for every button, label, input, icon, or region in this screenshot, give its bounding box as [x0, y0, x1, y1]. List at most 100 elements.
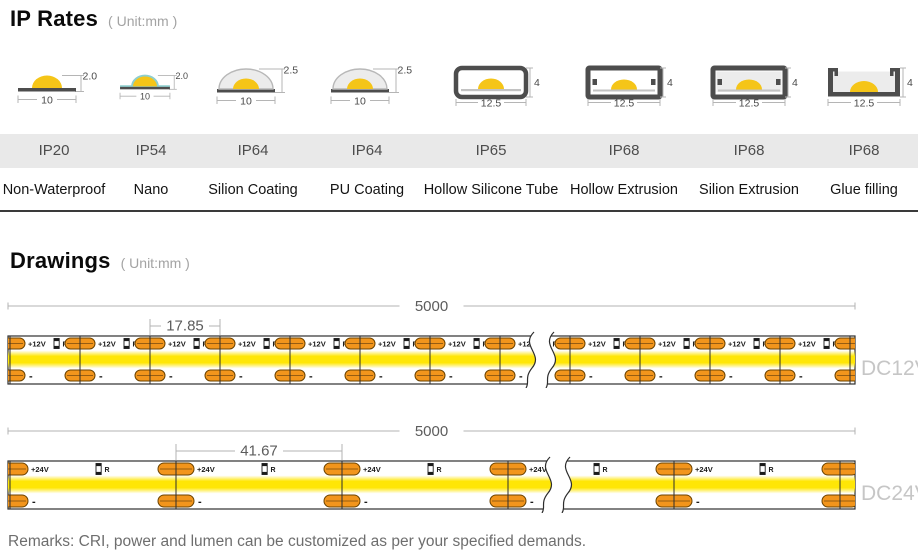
negative-label: - — [198, 496, 202, 508]
negative-label: - — [169, 370, 173, 382]
resistor-label: R — [271, 467, 276, 474]
positive-voltage-label: +12V — [448, 339, 466, 348]
total-length-dimension: 5000 — [7, 298, 856, 315]
width-dimension-label: 10 — [354, 96, 366, 108]
diagram-cell-ip68-glue: 12.5 4 — [810, 44, 918, 108]
cross-section-diagrams: 10 2.0 10 2.0 — [0, 44, 918, 108]
pcb-bar — [593, 89, 655, 92]
negative-label: - — [32, 496, 36, 508]
led-dome — [478, 78, 504, 89]
diagram-cell-ip20: 10 2.0 — [0, 44, 108, 108]
height-dimension-label: 2.0 — [176, 71, 189, 81]
ip-rating-row: IP20 IP54 IP64 IP64 IP65 IP68 IP68 IP68 — [0, 134, 918, 168]
resistor-icon — [263, 338, 270, 349]
waterproof-type-cell: Silion Coating — [208, 182, 298, 198]
height-dimension-label: 2.5 — [398, 65, 413, 77]
diagram-cell-ip68-silion: 12.5 4 — [688, 44, 810, 108]
height-dimension-label: 4 — [792, 77, 798, 89]
pcb-bar — [718, 89, 780, 92]
ip-rating-cell: IP20 — [38, 142, 70, 159]
height-dimension-label: 4 — [667, 77, 673, 89]
pitch-label: 17.85 — [166, 318, 204, 335]
negative-label: - — [589, 370, 593, 382]
negative-label: - — [530, 496, 534, 508]
resistor-label: R — [769, 467, 774, 474]
negative-label: - — [379, 370, 383, 382]
width-dimension-label: 10 — [41, 95, 53, 107]
pcb-bar — [120, 86, 170, 90]
led-dome — [132, 75, 158, 87]
width-dimension-label: 12.5 — [739, 98, 760, 109]
positive-voltage-label: +12V — [868, 339, 886, 348]
negative-label: - — [799, 370, 803, 382]
width-dimension-label: 12.5 — [481, 98, 502, 109]
positive-voltage-label: +12V — [168, 339, 186, 348]
left-wall — [828, 68, 833, 97]
resistor-icon — [613, 338, 620, 349]
positive-voltage-label: +12V — [518, 339, 536, 348]
right-notch — [776, 79, 781, 85]
resistor-icon — [823, 338, 830, 349]
positive-voltage-label: +12V — [378, 339, 396, 348]
width-dimension-label: 10 — [140, 92, 150, 102]
resistor-icon — [593, 463, 600, 475]
glow-band — [8, 350, 855, 369]
pitch-dimension: 17.85 — [149, 318, 221, 335]
resistor-icon — [403, 338, 410, 349]
waterproof-type-cell: Silion Extrusion — [699, 182, 799, 198]
total-length-dimension: 5000 — [7, 423, 856, 440]
ip68-hollow-extrusion-cross-section: 12.5 4 — [585, 65, 673, 108]
pcb-bar — [217, 89, 275, 93]
led-dome — [233, 78, 259, 89]
ip-rating-cell: IP64 — [237, 142, 269, 159]
led-dome — [347, 78, 373, 89]
right-notch — [651, 79, 656, 85]
voltage-label: DC12V — [861, 357, 918, 380]
channel-bottom — [828, 92, 900, 97]
led-dome — [32, 75, 62, 88]
ip65-hollow-silicone-tube-cross-section: 12.5 4 — [453, 65, 540, 109]
negative-label: - — [364, 496, 368, 508]
width-dimension-label: 12.5 — [854, 98, 875, 109]
positive-voltage-label: +24V — [695, 465, 713, 474]
negative-label: - — [99, 370, 103, 382]
remarks-text: Remarks: CRI, power and lumen can be cus… — [8, 533, 587, 550]
waterproof-type-cell: Nano — [133, 182, 169, 198]
ip-rating-cell: IP68 — [733, 142, 765, 159]
resistor-icon — [261, 463, 268, 475]
positive-voltage-label: +12V — [728, 339, 746, 348]
positive-voltage-label: +12V — [658, 339, 676, 348]
positive-voltage-label: +24V — [197, 465, 215, 474]
waterproof-type-row: Non-Waterproof Nano Silion Coating PU Co… — [0, 170, 918, 212]
resistor-label: R — [603, 467, 608, 474]
positive-voltage-label: +24V — [31, 465, 49, 474]
ip-rating-cell: IP68 — [608, 142, 640, 159]
total-length-label: 5000 — [415, 423, 448, 440]
ip-rating-cell: IP65 — [475, 142, 507, 159]
drawings-header: Drawings ( Unit:mm ) — [10, 248, 918, 274]
resistor-icon — [427, 463, 434, 475]
drawings-unit-note: ( Unit:mm ) — [120, 255, 190, 271]
ip-rating-cell: IP64 — [351, 142, 383, 159]
ip64-silion-coating-cross-section: 10 2.5 — [216, 65, 298, 108]
ip-rating-cell: IP68 — [848, 142, 880, 159]
height-dimension-label: 2.0 — [83, 71, 98, 83]
ip64-pu-coating-cross-section: 10 2.5 — [330, 65, 413, 108]
diagram-cell-ip64-silion: 10 2.5 — [194, 44, 312, 108]
total-length-label: 5000 — [415, 298, 448, 315]
ip20-non-waterproof-cross-section: 10 2.0 — [17, 71, 98, 107]
resistor-label: R — [903, 341, 908, 348]
waterproof-type-cell: Glue filling — [830, 182, 898, 198]
break-symbol — [525, 331, 557, 388]
ip68-silion-extrusion-cross-section: 12.5 4 — [710, 65, 798, 109]
nano-coating-outline — [131, 74, 159, 87]
led-dome — [611, 79, 637, 90]
ip68-glue-filling-cross-section: 12.5 4 — [827, 67, 913, 109]
break-symbol — [541, 456, 573, 513]
positive-voltage-label: +24V — [363, 465, 381, 474]
led-dome — [736, 79, 762, 90]
positive-voltage-label: +12V — [238, 339, 256, 348]
ip-ratings-table: IP20 IP54 IP64 IP64 IP65 IP68 IP68 IP68 … — [0, 134, 918, 212]
